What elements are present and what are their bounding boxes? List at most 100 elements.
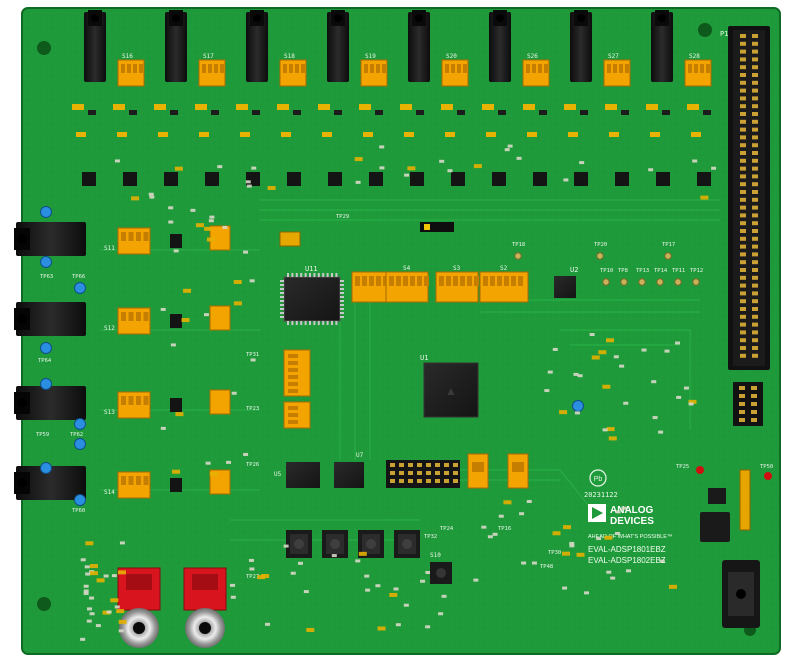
left-dip-switch: S11 (104, 225, 231, 255)
smd-resistor (211, 110, 219, 115)
top-switch-label: S16 (122, 53, 133, 60)
smd-capacitor (158, 132, 168, 137)
chip-u7-label: U7 (356, 452, 364, 459)
top-switch-label: S17 (203, 53, 214, 60)
test-point-label: TP59 (36, 432, 49, 438)
test-point-label: TP29 (336, 214, 349, 220)
smd-capacitor (527, 132, 537, 137)
top-jack (327, 10, 349, 82)
blue-test-post (40, 342, 52, 354)
smd-resistor (88, 110, 96, 115)
smd-resistor (539, 110, 547, 115)
svg-text:▲: ▲ (445, 384, 457, 398)
test-point-label: TP64 (38, 358, 52, 364)
center-dip-switch: S3 (435, 265, 479, 303)
blue-test-post (40, 462, 52, 474)
test-point-label: TP8 (618, 268, 628, 274)
top-switch-label: S26 (527, 53, 538, 60)
smd-capacitor (277, 104, 289, 110)
smd-capacitor (236, 104, 248, 110)
smd-ic (328, 172, 342, 186)
blue-test-post (40, 206, 52, 218)
top-jack (570, 10, 592, 82)
jumper-block (420, 222, 454, 232)
center-dip-switch: S4 (385, 265, 429, 303)
center-switch-label: S2 (500, 265, 508, 272)
test-point-label: TP48 (540, 564, 553, 570)
blue-test-post (572, 400, 584, 412)
smd-capacitor (400, 104, 412, 110)
left-switch-label: S11 (104, 245, 115, 252)
test-point-label: TP63 (40, 274, 53, 280)
power-section (696, 466, 772, 542)
smd-capacitor (154, 104, 166, 110)
smd-ic (574, 172, 588, 186)
top-jack (165, 10, 187, 82)
smd-resistor (703, 110, 711, 115)
rca-connectors (117, 567, 227, 648)
smd-resistor (580, 110, 588, 115)
smd-capacitor (564, 104, 576, 110)
chip-u2-label: U2 (570, 266, 578, 274)
smd-resistor (252, 110, 260, 115)
test-point-label: TP27 (246, 574, 259, 580)
blue-test-post (74, 282, 86, 294)
center-dip-switch (351, 271, 391, 303)
smd-resistor (170, 110, 178, 115)
analog-devices-logo: ANALOG DEVICES AHEAD OF WHAT'S POSSIBLE™ (588, 504, 672, 540)
brand-line2: DEVICES (610, 516, 654, 527)
test-point-label: TP25 (676, 464, 689, 470)
chip-u5-label: U5 (274, 471, 282, 478)
smd-capacitor (691, 132, 701, 137)
test-point-label: TP11 (672, 268, 685, 274)
test-point-label: TP13 (636, 268, 649, 274)
top-passive-components (72, 104, 711, 186)
left-dip-switch: S14 (104, 469, 231, 499)
smd-resistor (498, 110, 506, 115)
smd-ic (82, 172, 96, 186)
smd-ic (164, 172, 178, 186)
left-jack (14, 466, 86, 500)
smd-resistor (416, 110, 424, 115)
center-switch-label: S4 (403, 265, 411, 272)
main-dsp-chip: ▲ U1 (420, 354, 479, 418)
smd-capacitor (568, 132, 578, 137)
blue-test-post (74, 418, 86, 430)
main-chip-label: U1 (420, 354, 428, 362)
top-jack (489, 10, 511, 82)
test-point-label: TP66 (72, 274, 85, 280)
model-line-1: EVAL-ADSP1801EBZ (588, 545, 666, 554)
test-point-label: TP26 (246, 462, 259, 468)
smd-ic (615, 172, 629, 186)
blue-test-post (74, 494, 86, 506)
test-point-label: TP18 (512, 242, 525, 248)
smd-ic (533, 172, 547, 186)
left-switch-label: S14 (104, 489, 115, 496)
top-switch-label: S18 (284, 53, 295, 60)
left-switch-label: S12 (104, 325, 115, 332)
smd-capacitor (404, 132, 414, 137)
top-dip-switch: S16 (117, 53, 145, 87)
test-point-label: TP17 (662, 242, 675, 248)
left-switch-label: S13 (104, 409, 115, 416)
smd-capacitor (605, 104, 617, 110)
chip-u5: U5 (274, 462, 320, 488)
test-point-label: TP24 (440, 526, 454, 532)
model-line-2: EVAL-ADSP1802EBZ (588, 556, 666, 565)
test-point-label: TP14 (654, 268, 668, 274)
top-jack (651, 10, 673, 82)
test-point-label: TP50 (760, 464, 773, 470)
left-jack (14, 386, 86, 420)
test-point-label: TP62 (70, 432, 83, 438)
smd-ic (451, 172, 465, 186)
switch-s10-label: S10 (430, 552, 441, 559)
smd-capacitor (363, 132, 373, 137)
test-point-label: TP32 (424, 534, 437, 540)
vertical-dip-switches (283, 349, 311, 429)
smd-ic (697, 172, 711, 186)
top-dip-switch: S18 (279, 53, 307, 87)
smd-ic (123, 172, 137, 186)
smd-capacitor (199, 132, 209, 137)
